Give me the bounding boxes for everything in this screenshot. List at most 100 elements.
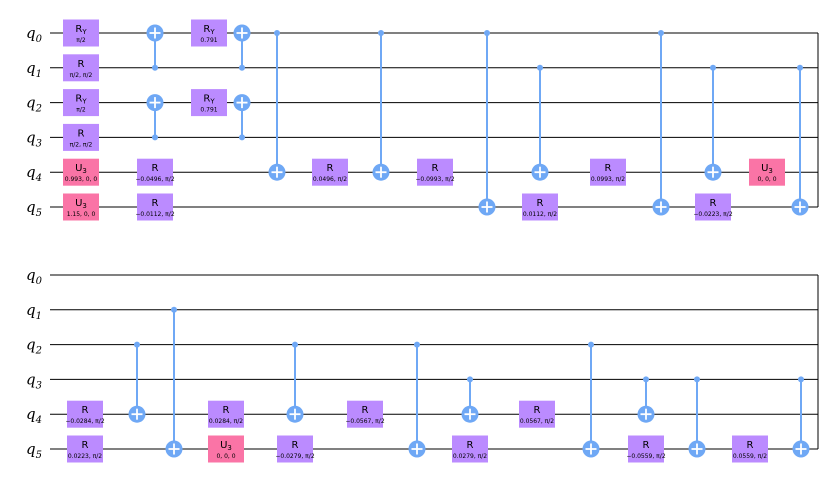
gate-name: R	[327, 163, 334, 174]
cnot-control-dot	[239, 64, 245, 71]
gate-param: π/2, π/2	[70, 72, 93, 79]
gate-name: R	[362, 405, 369, 416]
gate-name: R	[152, 163, 159, 174]
cnot-control-dot	[134, 341, 140, 348]
r-gate: R0.0496, π/2	[312, 158, 348, 186]
gate-param: π/2, π/2	[70, 141, 93, 148]
gate-name: R	[643, 440, 650, 451]
cnot-control-dot	[798, 376, 804, 383]
r-gate: R0.0567, π/2	[519, 400, 555, 428]
gate-box	[452, 435, 488, 463]
qubit-label: q3	[26, 128, 42, 149]
cnot-control-dot	[378, 30, 384, 36]
cnot-control-dot	[537, 64, 543, 71]
gate-box	[590, 158, 626, 186]
gate-param: −0.0112, π/2	[135, 211, 174, 218]
gate-name: R	[605, 163, 612, 174]
gate-param: 0.993, 0, 0	[65, 176, 98, 183]
u3-gate: U30, 0, 0	[208, 435, 244, 463]
qubit-label: q3	[26, 370, 42, 391]
cnot-control-dot	[292, 341, 298, 348]
cnot-gate	[582, 341, 600, 458]
gate-name: R	[432, 163, 439, 174]
cnot-control-dot	[658, 30, 664, 36]
cnot-gate	[233, 24, 251, 71]
gate-name: U3	[75, 163, 87, 175]
ry-gate: RY0.791	[191, 89, 227, 117]
r-gate: R0.0279, π/2	[452, 435, 488, 463]
qubit-label: q4	[26, 163, 42, 184]
r-gate: R0.0112, π/2	[522, 193, 558, 221]
ry-gate: RY0.791	[191, 19, 227, 47]
qubit-label: q2	[26, 94, 42, 115]
gate-name: RY	[203, 94, 215, 106]
gate-box	[63, 54, 99, 82]
cnot-control-dot	[588, 341, 594, 348]
cnot-gate	[792, 376, 810, 458]
gate-param: π/2	[76, 107, 86, 114]
r-gate: R 0.0284, π/2	[208, 400, 244, 428]
cnot-control-dot	[152, 134, 158, 141]
r-gate: R−0.0223, π/2	[693, 193, 733, 221]
gate-box	[347, 400, 383, 428]
gate-param: 0.0559, π/2	[733, 453, 767, 460]
gate-name: R	[747, 440, 754, 451]
r-gate: R−0.0279, π/2	[275, 435, 315, 463]
gate-param: −0.0284, π/2	[65, 418, 104, 425]
gate-box	[522, 193, 558, 221]
gate-box	[67, 400, 103, 428]
qubit-label: q0	[26, 266, 43, 287]
gate-name: R	[710, 198, 717, 209]
cnot-gate	[791, 64, 809, 216]
gate-box	[695, 193, 731, 221]
gate-name: R	[467, 440, 474, 451]
gate-name: R	[223, 405, 230, 416]
r-gate: R 0.0559, π/2	[732, 435, 768, 463]
gate-name: RY	[75, 24, 87, 36]
qubit-label: q0	[26, 24, 43, 45]
u3-gate: U31.15, 0, 0	[63, 193, 99, 221]
cnot-gate	[531, 64, 549, 181]
r-gate: Rπ/2, π/2	[63, 123, 99, 151]
r-gate: R 0.0993, π/2	[590, 158, 626, 186]
gate-name: R	[82, 440, 89, 451]
qubit-label: q5	[26, 440, 42, 461]
gate-name: R	[152, 198, 159, 209]
gate-name: RY	[203, 24, 215, 36]
gate-name: U3	[75, 198, 87, 210]
gate-box	[63, 193, 99, 221]
gate-name: U3	[761, 163, 773, 175]
r-gate: Rπ/2, π/2	[63, 54, 99, 82]
u3-gate: U30.993, 0, 0	[63, 158, 99, 186]
r-gate: R −0.0284, π/2	[65, 400, 105, 428]
gate-box	[191, 89, 227, 117]
qubit-label: q4	[26, 405, 42, 426]
gate-param: −0.0567, π/2	[345, 418, 384, 425]
gate-name: U3	[220, 440, 232, 452]
gate-box	[67, 435, 103, 463]
cnot-control-dot	[797, 64, 803, 71]
cnot-control-dot	[274, 30, 280, 36]
r-gate: R −0.0112, π/2	[135, 193, 175, 221]
gate-box	[749, 158, 785, 186]
gate-box	[63, 89, 99, 117]
cnot-control-dot	[171, 306, 177, 313]
cnot-gate	[372, 30, 390, 181]
qubit-label: q2	[26, 336, 42, 357]
gate-param: 0.0223, π/2	[68, 453, 102, 460]
gate-box	[277, 435, 313, 463]
cnot-control-dot	[643, 376, 649, 383]
gate-name: R	[534, 405, 541, 416]
cnot-gate	[478, 30, 496, 216]
gate-box	[137, 158, 173, 186]
gate-box	[519, 400, 555, 428]
u3-gate: U30, 0, 0	[749, 158, 785, 186]
gate-name: R	[78, 59, 85, 70]
gate-name: R	[82, 405, 89, 416]
cnot-gate	[704, 64, 722, 181]
gate-param: 0.0284, π/2	[209, 418, 243, 425]
gate-param: 0.0993, π/2	[591, 176, 625, 183]
